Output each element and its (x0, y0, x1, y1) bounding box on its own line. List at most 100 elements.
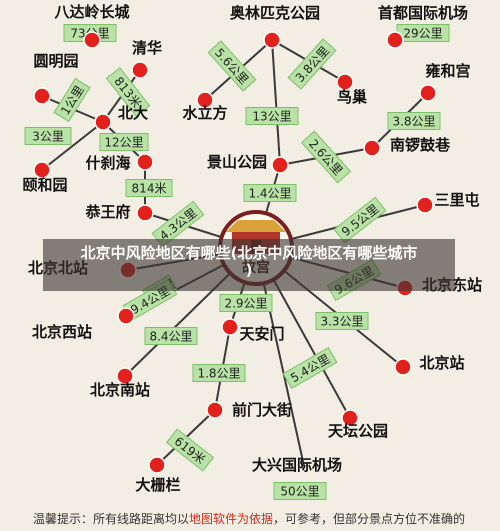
distance-label: 9.5公里 (333, 196, 387, 244)
distance-pill (273, 482, 327, 500)
location-marker[interactable] (131, 61, 149, 79)
place-label-airport: 首都国际机场 (378, 4, 468, 22)
place-label-yuanmingyuan: 圆明园 (33, 52, 78, 70)
location-marker[interactable] (196, 91, 214, 109)
distance-label: 814米 (125, 179, 173, 197)
distance-label: 3.8公里 (287, 38, 337, 90)
connection-line (41, 121, 104, 171)
location-marker[interactable] (271, 156, 289, 174)
distance-label: 12公里 (99, 133, 149, 151)
distance-pill (245, 107, 299, 125)
location-marker[interactable] (419, 84, 437, 102)
place-label-yonghegong: 雍和宫 (425, 62, 470, 80)
place-label-daxing: 大兴国际机场 (252, 456, 342, 474)
distance-pill (207, 40, 257, 92)
location-marker[interactable] (94, 113, 112, 131)
place-label-bjsouthstn: 北京南站 (90, 381, 150, 399)
title-line-2: ) (245, 261, 253, 279)
location-marker[interactable] (33, 161, 51, 179)
location-marker[interactable] (117, 307, 135, 325)
distance-text: 814米 (132, 182, 167, 196)
distance-pill (53, 77, 91, 123)
distance-pill (219, 294, 273, 312)
distance-pill (125, 179, 173, 197)
place-label-olympic: 奥林匹克公园 (230, 4, 320, 22)
distance-text: 12公里 (104, 136, 143, 150)
distance-text: 13公里 (252, 110, 291, 124)
location-marker[interactable] (363, 139, 381, 157)
distance-pill (243, 184, 297, 202)
location-marker[interactable] (33, 87, 51, 105)
distance-label: 2.6公里 (300, 130, 352, 184)
distance-pill (287, 38, 337, 90)
distance-label: 1.8公里 (192, 364, 246, 382)
distance-text: 3公里 (32, 130, 64, 144)
distance-label: 5.4公里 (282, 346, 338, 390)
footer-suffix: ，可参考，但部分景点方位不准确的 (273, 512, 466, 526)
location-marker[interactable] (386, 31, 404, 49)
place-label-sanlitun: 三里屯 (434, 191, 479, 209)
location-marker[interactable] (394, 358, 412, 376)
palace-roof (226, 220, 286, 232)
distance-label: 29公里 (396, 24, 450, 42)
location-marker[interactable] (83, 31, 101, 49)
connection-line (271, 39, 281, 166)
place-label-badaling: 八达岭长城 (53, 3, 129, 21)
location-marker[interactable] (136, 153, 154, 171)
place-label-nanluoguxiang: 南锣鼓巷 (390, 136, 451, 154)
location-marker[interactable] (263, 31, 281, 49)
place-label-bjwest: 北京西站 (32, 323, 92, 341)
distance-pill (105, 67, 151, 117)
location-marker[interactable] (136, 204, 154, 222)
place-label-shuilifang: 水立方 (182, 104, 227, 122)
location-marker[interactable] (221, 318, 239, 336)
distance-pill (333, 196, 387, 244)
distance-text: 1.8公里 (197, 367, 240, 381)
distance-text: 2.6公里 (306, 137, 345, 178)
place-label-jingshan: 景山公园 (207, 153, 267, 171)
title-overlay: 北京中风险地区有哪些(北京中风险地区有哪些城市 ) (43, 239, 455, 291)
place-label-tiantan: 天坛公园 (328, 422, 388, 440)
distance-label: 13公里 (245, 107, 299, 125)
location-marker[interactable] (336, 73, 354, 91)
distance-label: 50公里 (273, 482, 327, 500)
location-marker[interactable] (416, 196, 434, 214)
distance-label: 3公里 (24, 127, 72, 145)
location-marker[interactable] (148, 456, 166, 474)
distance-pill (165, 428, 215, 472)
place-label-shichahai: 什刹海 (85, 154, 130, 172)
distance-pill (387, 112, 441, 130)
place-label-tiananmen: 天安门 (239, 325, 284, 343)
distance-text: 8.4公里 (149, 330, 192, 344)
distance-text: 1.4公里 (248, 187, 291, 201)
distance-text: 50公里 (280, 485, 319, 499)
distance-label: 2.9公里 (219, 294, 273, 312)
place-label-dashilan: 大栅栏 (135, 476, 180, 494)
footer-note: 温馨提示：所有线路距离均以地图软件为依据，可参考，但部分景点方位不准确的 (0, 507, 500, 531)
distance-label: 5.6公里 (207, 40, 257, 92)
distance-label: 3.3公里 (315, 312, 369, 330)
title-line-1: 北京中风险地区有哪些(北京中风险地区有哪些城市 (80, 244, 418, 262)
distance-label: 1公里 (53, 77, 91, 123)
place-label-niaochao: 鸟巢 (337, 88, 367, 106)
place-label-gongwangfu: 恭王府 (84, 203, 130, 221)
location-marker[interactable] (116, 367, 134, 385)
place-label-bjsouth: 北京站 (419, 354, 464, 372)
footer-highlight: 地图软件为依据 (189, 512, 274, 526)
distance-text: 2.9公里 (224, 297, 267, 311)
distance-pill (24, 127, 72, 145)
distance-pill (99, 133, 149, 151)
distance-label: 1.4公里 (243, 184, 297, 202)
footer-prefix: 温馨提示：所有线路距离均以 (33, 512, 190, 526)
location-marker[interactable] (206, 401, 224, 419)
distance-pill (315, 312, 369, 330)
distance-text: 3.8公里 (293, 44, 332, 85)
distance-pill (192, 364, 246, 382)
place-label-qinghua: 清华 (132, 39, 162, 57)
distance-label: 8.4公里 (144, 327, 198, 345)
location-marker[interactable] (341, 409, 359, 427)
distance-label: 3.8公里 (387, 112, 441, 130)
distance-text: 3.8公里 (392, 115, 435, 129)
